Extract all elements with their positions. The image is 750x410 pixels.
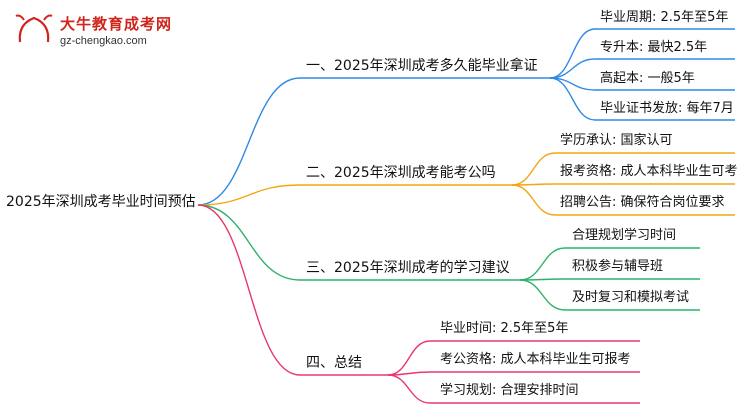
- leaf-connector-4-1: [387, 340, 640, 376]
- leaf-node-3-3: 及时复习和模拟考试: [572, 290, 690, 305]
- leaf-connector-3-3: [519, 279, 700, 311]
- site-logo[interactable]: 大牛教育成考网 gz-chengkao.com: [14, 8, 214, 52]
- leaf-connector-4-3: [387, 374, 640, 404]
- branch-node-3: 三、2025年深圳成考的学习建议: [306, 260, 510, 276]
- branch-node-2: 二、2025年深圳成考能考公吗: [306, 165, 496, 181]
- leaf-node-3-2: 积极参与辅导班: [572, 259, 664, 274]
- logo-url: gz-chengkao.com: [60, 35, 147, 47]
- leaf-node-1-3: 高起本: 一般5年: [600, 71, 695, 86]
- branch-connector-1: [197, 77, 550, 206]
- root-node: 2025年深圳成考毕业时间预估: [6, 194, 196, 210]
- bull-logo-icon: [15, 14, 53, 43]
- leaf-node-4-1: 毕业时间: 2.5年至5年: [440, 321, 569, 336]
- leaf-node-4-2: 考公资格: 成人本科毕业生可报考: [440, 352, 631, 367]
- leaf-connector-3-1: [519, 247, 700, 281]
- leaf-connector-1-2: [549, 58, 735, 79]
- leaf-connector-2-1: [511, 152, 735, 186]
- leaf-connector-1-1: [549, 28, 735, 79]
- leaf-connector-3-2: [519, 278, 700, 281]
- branch-connector-2: [197, 184, 512, 206]
- branch-node-1: 一、2025年深圳成考多久能毕业拿证: [306, 58, 538, 74]
- branch-connector-4: [197, 204, 388, 376]
- leaf-node-1-1: 毕业周期: 2.5年至5年: [600, 10, 729, 25]
- leaf-connector-1-4: [549, 77, 735, 121]
- leaf-node-3-1: 合理规划学习时间: [572, 228, 677, 243]
- branch-connector-3: [197, 204, 520, 281]
- leaf-node-2-1: 学历承认: 国家认可: [560, 133, 673, 148]
- leaf-node-1-2: 专升本: 最快2.5年: [600, 40, 708, 55]
- leaf-node-4-3: 学习规划: 合理安排时间: [440, 383, 579, 398]
- leaf-connector-4-2: [387, 371, 640, 376]
- leaf-connector-2-2: [511, 183, 735, 186]
- leaf-connector-1-3: [549, 77, 735, 91]
- leaf-node-2-2: 报考资格: 成人本科毕业生可考: [560, 164, 738, 179]
- leaf-connector-2-3: [511, 184, 735, 216]
- leaf-node-1-4: 毕业证书发放: 每年7月: [600, 101, 734, 116]
- logo-title: 大牛教育成考网: [60, 15, 173, 33]
- branch-node-4: 四、总结: [306, 355, 362, 371]
- leaf-node-2-3: 招聘公告: 确保符合岗位要求: [560, 195, 725, 210]
